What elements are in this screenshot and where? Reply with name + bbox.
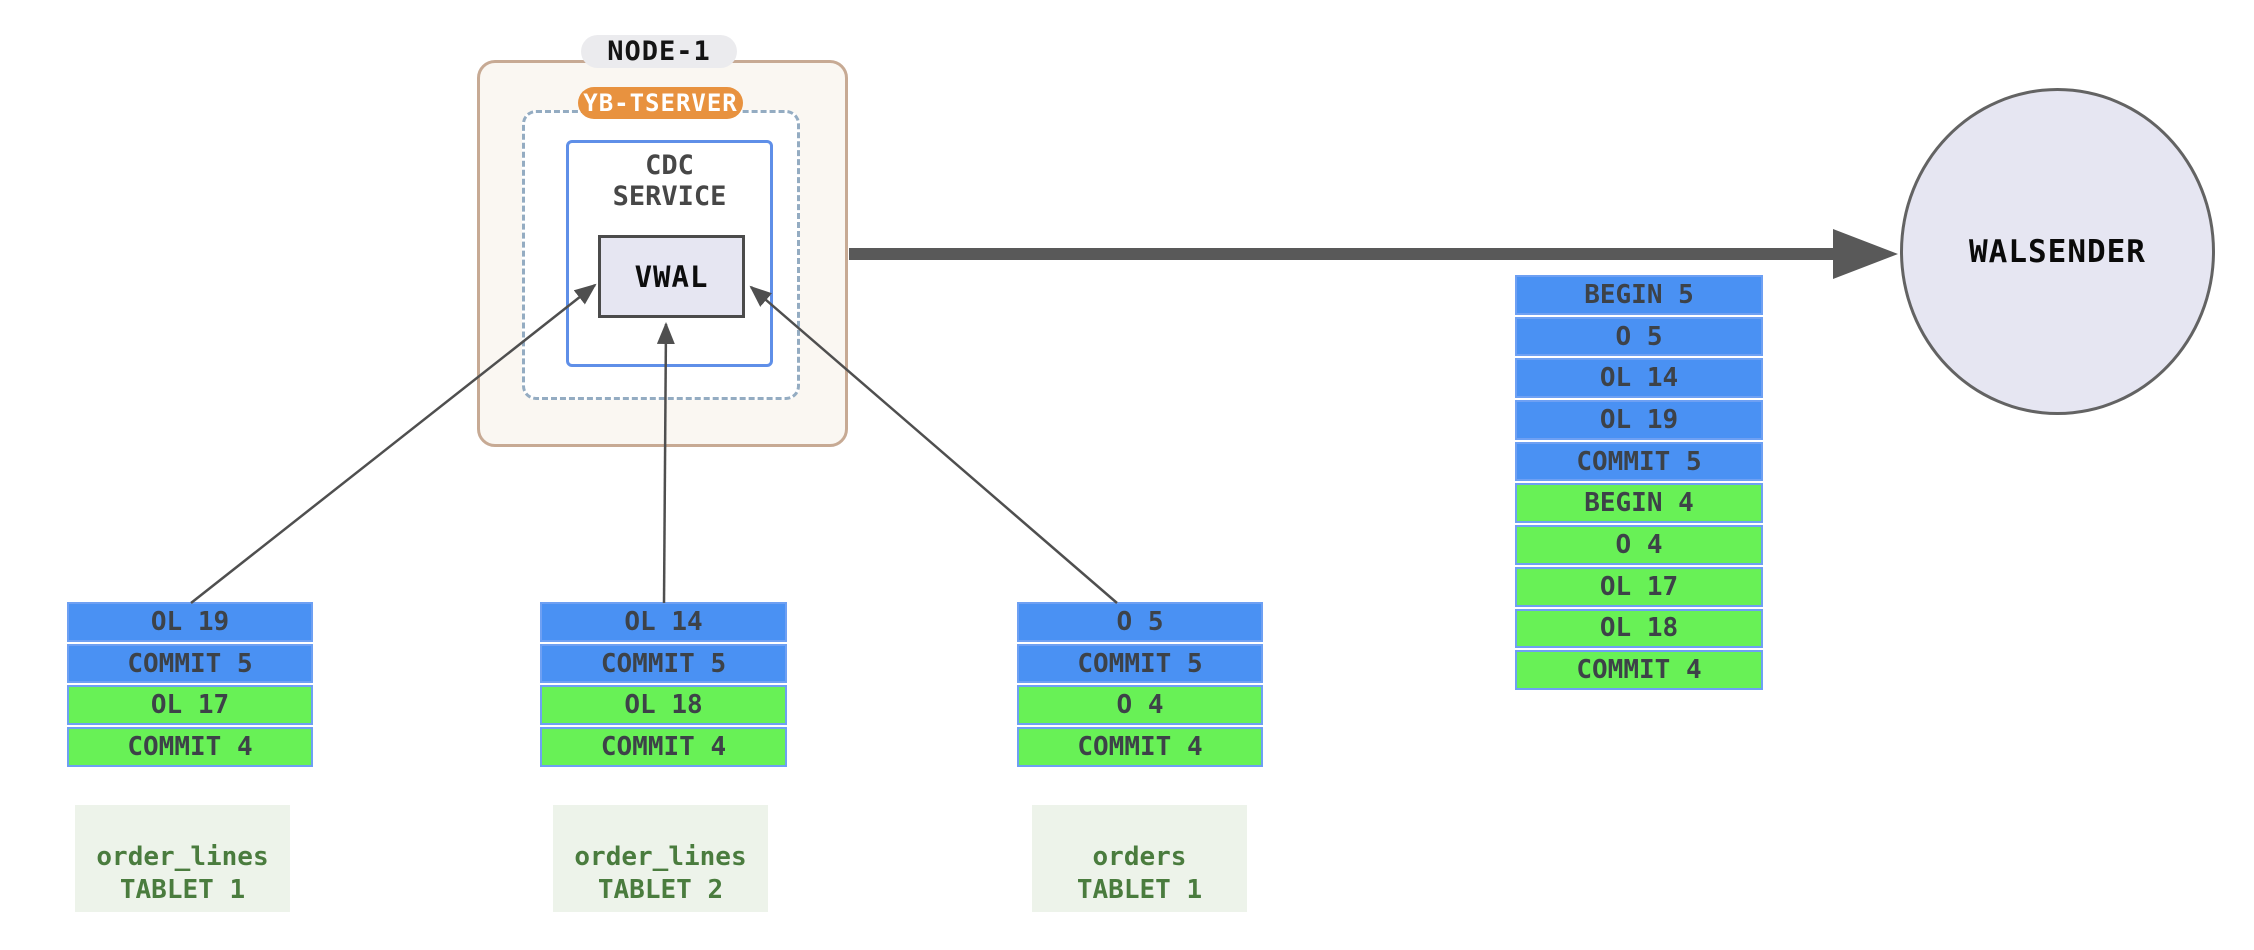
cdc-service-label: CDC SERVICE — [612, 150, 727, 212]
queue-row: O 4 — [1515, 525, 1763, 565]
tablet-wal-orders-1: O 5 COMMIT 5 O 4 COMMIT 4 — [1017, 602, 1263, 767]
queue-row: O 5 — [1515, 316, 1763, 357]
wal-row: OL 17 — [67, 685, 313, 726]
yb-tserver-pill: YB-TSERVER — [578, 87, 743, 119]
tablet-wal-order-lines-1: OL 19 COMMIT 5 OL 17 COMMIT 4 — [67, 602, 313, 767]
queue-row: OL 14 — [1515, 358, 1763, 399]
tablet-number: TABLET 1 — [1076, 875, 1203, 905]
queue-row: OL 17 — [1515, 566, 1763, 607]
tablet-number: TABLET 2 — [597, 875, 724, 905]
wal-row: OL 18 — [540, 685, 787, 726]
queue-row: BEGIN 5 — [1515, 275, 1763, 315]
vwal-box: VWAL — [598, 235, 745, 318]
wal-row: COMMIT 4 — [540, 727, 787, 767]
queue-row: COMMIT 4 — [1515, 650, 1763, 690]
wal-row: COMMIT 5 — [67, 643, 313, 684]
tablet-number: TABLET 1 — [119, 875, 246, 905]
tablet-name: order_lines — [96, 842, 269, 872]
merged-change-queue: BEGIN 5 O 5 OL 14 OL 19 COMMIT 5 BEGIN 4… — [1515, 275, 1763, 690]
wal-row: O 5 — [1017, 602, 1263, 642]
wal-row: COMMIT 5 — [540, 643, 787, 684]
wal-row: COMMIT 5 — [1017, 643, 1263, 684]
tablet-name: order_lines — [574, 842, 747, 872]
tablet-label-orders-1: orders TABLET 1 — [1032, 805, 1247, 912]
walsender-circle: WALSENDER — [1900, 88, 2215, 415]
wal-row: O 4 — [1017, 685, 1263, 726]
queue-row: COMMIT 5 — [1515, 441, 1763, 482]
arrow-node-to-walsender — [849, 229, 1898, 279]
tablet-wal-order-lines-2: OL 14 COMMIT 5 OL 18 COMMIT 4 — [540, 602, 787, 767]
queue-row: BEGIN 4 — [1515, 483, 1763, 524]
tablet-label-order-lines-1: order_lines TABLET 1 — [75, 805, 290, 912]
queue-row: OL 19 — [1515, 400, 1763, 440]
tablet-label-order-lines-2: order_lines TABLET 2 — [553, 805, 768, 912]
node-1-pill: NODE-1 — [581, 35, 737, 68]
wal-row: OL 14 — [540, 602, 787, 642]
wal-row: COMMIT 4 — [1017, 727, 1263, 767]
wal-row: OL 19 — [67, 602, 313, 642]
queue-row: OL 18 — [1515, 608, 1763, 649]
wal-row: COMMIT 4 — [67, 727, 313, 767]
tablet-name: orders — [1092, 842, 1187, 872]
